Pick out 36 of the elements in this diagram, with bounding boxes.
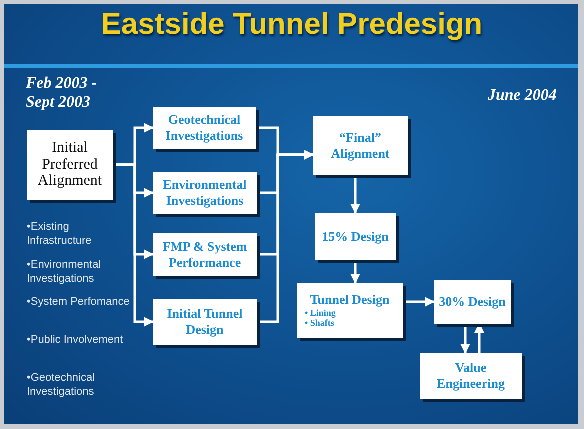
process-box — [434, 280, 511, 324]
title: Eastside Tunnel Predesign — [100, 8, 484, 42]
arrow — [460, 324, 470, 354]
date-label: June 2004 — [488, 86, 558, 106]
box-label: Initial Tunnel Design — [166, 306, 244, 338]
box-label: 30% Design — [439, 294, 506, 310]
process-box — [313, 116, 408, 175]
bullet-item: • Lining — [304, 308, 336, 318]
box-label: FMP & System Performance — [162, 238, 248, 270]
process-box — [297, 283, 403, 338]
bullet-note: •Environmental Investigations — [27, 259, 102, 286]
box-label: 15% Design — [322, 228, 389, 244]
box-label: Value Engineering — [436, 360, 506, 392]
process-box — [315, 213, 396, 260]
box-label: Geotechnical Investigations — [164, 112, 244, 144]
date-label: Feb 2003 - Sept 2003 — [26, 74, 98, 112]
process-box — [153, 107, 256, 149]
box-label: “Final” Alignment — [330, 130, 391, 162]
arrow — [257, 150, 314, 324]
arrow — [403, 297, 435, 307]
bullet-note: •Public Involvement — [27, 334, 124, 348]
process-box — [153, 233, 257, 276]
process-box — [153, 299, 257, 345]
bullet-note: •Geotechnical Investigations — [27, 372, 96, 400]
arrow — [350, 260, 360, 284]
process-box — [27, 130, 113, 200]
bullet-item: • Shafts — [304, 318, 334, 329]
process-box — [420, 353, 522, 399]
arrow — [350, 175, 360, 214]
box-label: Environmental Investigations — [162, 177, 248, 209]
box-label: Initial Preferred Alignment — [36, 140, 104, 190]
arrow — [113, 164, 154, 327]
bullet-note: •System Perfomance — [27, 296, 131, 310]
bullet-note: •Existing Infrastructure — [27, 221, 93, 248]
process-box — [153, 172, 257, 214]
box-label: Tunnel Design — [310, 292, 390, 308]
